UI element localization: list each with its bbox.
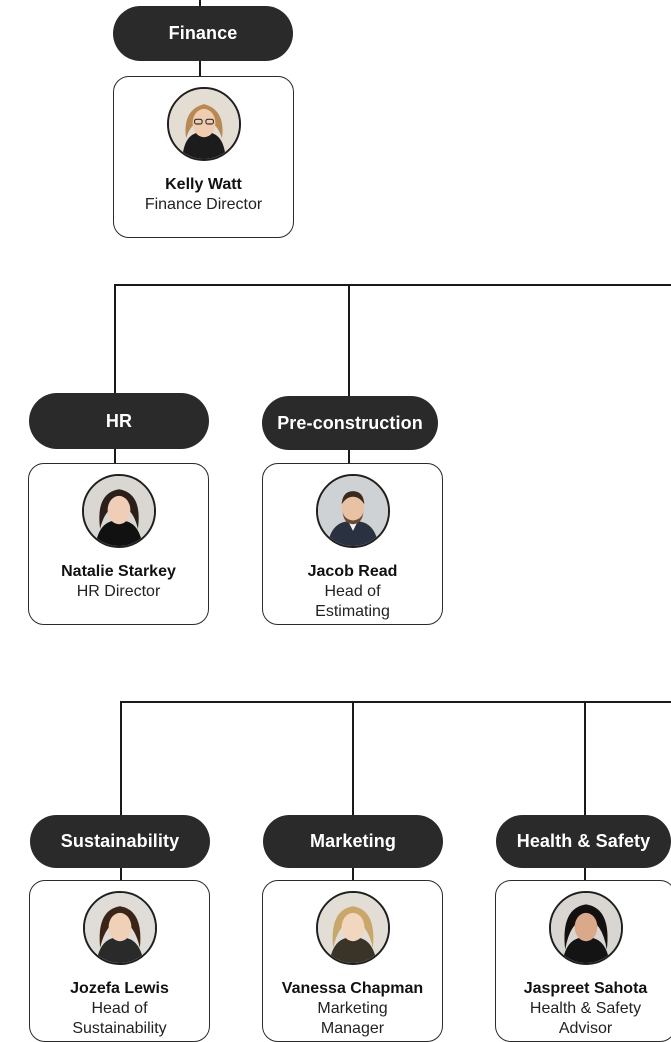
person-role: Head of Estimating: [315, 583, 390, 620]
person-role: Health & Safety Advisor: [529, 1000, 642, 1037]
connector-line-hr: [114, 448, 116, 465]
avatar: [315, 474, 390, 548]
connector-line-marketing: [352, 866, 354, 883]
person-card-health-safety[interactable]: Jaspreet Sahota Health & Safety Advisor: [495, 880, 671, 1042]
avatar: [315, 891, 390, 965]
person-card-finance[interactable]: Kelly Watt Finance Director: [113, 76, 294, 238]
connector-drop-hr: [114, 284, 116, 396]
connector-line-preconstruction: [348, 448, 350, 465]
connector-line-finance-top: [199, 0, 201, 8]
person-card-preconstruction[interactable]: Jacob Read Head of Estimating: [262, 463, 443, 625]
person-role: Marketing Manager: [317, 1000, 388, 1037]
person-name: Kelly Watt: [165, 176, 242, 193]
avatar: [548, 891, 623, 965]
person-card-marketing[interactable]: Vanessa Chapman Marketing Manager: [262, 880, 443, 1042]
connector-horizontal-row2: [114, 284, 671, 286]
department-pill-hr: HR: [29, 393, 209, 449]
department-pill-sustainability: Sustainability: [30, 815, 210, 868]
connector-drop-preconstruction: [348, 284, 350, 399]
department-pill-marketing: Marketing: [263, 815, 443, 868]
person-role: HR Director: [76, 583, 161, 600]
person-name: Natalie Starkey: [61, 563, 176, 580]
connector-horizontal-row3: [120, 701, 671, 703]
person-card-hr[interactable]: Natalie Starkey HR Director: [28, 463, 209, 625]
person-name: Jozefa Lewis: [70, 980, 169, 997]
connector-drop-health-safety: [584, 701, 586, 817]
connector-line-sustainability: [120, 866, 122, 883]
connector-drop-sustainability: [120, 701, 122, 817]
avatar: [166, 87, 241, 161]
person-card-sustainability[interactable]: Jozefa Lewis Head of Sustainability: [29, 880, 210, 1042]
person-name: Jaspreet Sahota: [523, 980, 648, 997]
person-name: Vanessa Chapman: [281, 980, 424, 997]
department-pill-finance: Finance: [113, 6, 293, 61]
department-pill-health-safety: Health & Safety: [496, 815, 671, 868]
department-pill-preconstruction: Pre-construction: [262, 396, 438, 450]
person-role: Finance Director: [144, 196, 263, 213]
connector-drop-marketing: [352, 701, 354, 817]
avatar: [81, 474, 156, 548]
person-name: Jacob Read: [307, 563, 398, 580]
avatar: [82, 891, 157, 965]
person-role: Head of Sustainability: [72, 1000, 167, 1037]
connector-line-health-safety: [584, 866, 586, 883]
connector-line-finance: [199, 60, 201, 77]
